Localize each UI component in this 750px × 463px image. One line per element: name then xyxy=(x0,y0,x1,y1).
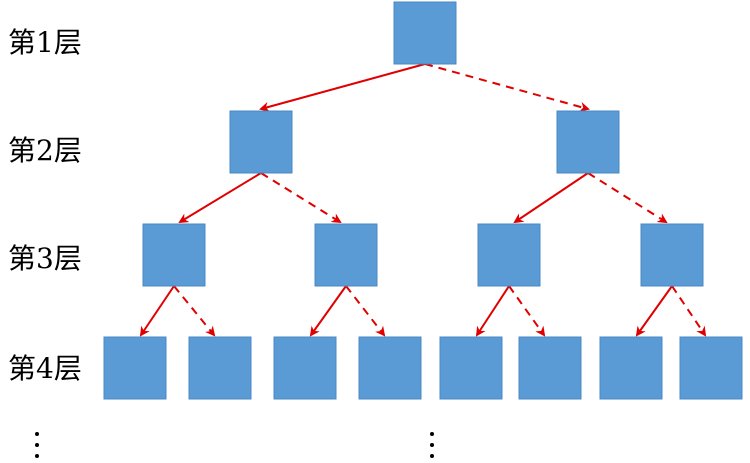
node-level3-2 xyxy=(314,223,378,287)
nodes xyxy=(103,1,743,400)
edge-level3-node3-right-child xyxy=(508,285,546,337)
edge-level3-node1-left-child xyxy=(139,285,175,337)
node-level4-6 xyxy=(518,336,582,400)
edge-level3-node2-right-child xyxy=(345,285,386,337)
node-level4-5 xyxy=(439,336,503,400)
node-level4-8 xyxy=(679,336,743,400)
edge-level3-node2-left-child xyxy=(309,285,347,337)
edge-level2-node1-left-child xyxy=(178,172,262,224)
edge-level2-node2-right-child xyxy=(587,172,668,224)
node-level4-7 xyxy=(599,336,663,400)
edge-level3-node1-right-child xyxy=(173,285,216,337)
node-level2-2 xyxy=(556,110,620,174)
edge-level3-node4-left-child xyxy=(635,285,673,337)
edges xyxy=(139,63,707,337)
edge-level2-node2-left-child xyxy=(513,172,589,224)
node-level4-3 xyxy=(273,336,337,400)
edge-level3-node3-left-child xyxy=(475,285,510,337)
continuation-dots-left xyxy=(35,432,39,458)
node-level4-4 xyxy=(358,336,422,400)
edge-level1-node1-right-child xyxy=(424,63,590,112)
node-level1-1 xyxy=(393,1,457,65)
node-level2-1 xyxy=(229,110,293,174)
edge-level3-node4-right-child xyxy=(671,285,707,337)
edge-level2-node1-right-child xyxy=(260,172,342,224)
edge-level1-node1-left-child xyxy=(259,63,426,112)
level-label-3: 第3层 xyxy=(8,242,82,275)
node-level3-1 xyxy=(142,223,206,287)
node-level4-2 xyxy=(188,336,252,400)
node-level3-3 xyxy=(477,223,541,287)
node-level3-4 xyxy=(640,223,704,287)
level-label-4: 第4层 xyxy=(8,352,82,385)
level-label-2: 第2层 xyxy=(8,134,82,167)
level-label-1: 第1层 xyxy=(8,26,82,59)
continuation-dots-center xyxy=(430,432,434,458)
node-level4-1 xyxy=(103,336,167,400)
